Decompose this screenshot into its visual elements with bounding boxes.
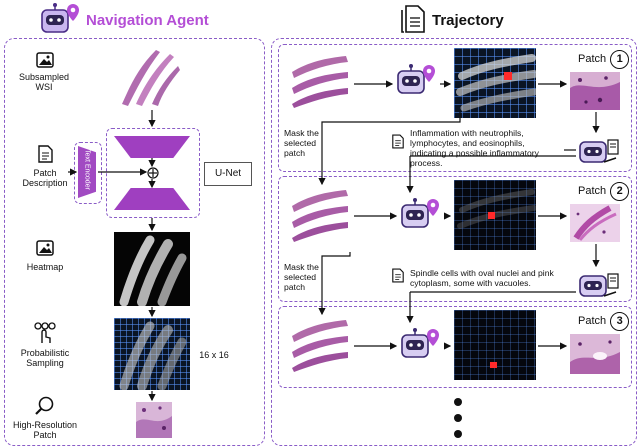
- heatmap-blobs: [119, 235, 187, 306]
- unet-decoder: [114, 188, 190, 210]
- navigation-agent-title: Navigation Agent: [86, 12, 209, 29]
- step-2-description: Spindle cells with oval nuclei and pink …: [410, 268, 554, 288]
- patch-word: Patch: [578, 315, 607, 327]
- trajectory-title: Trajectory: [432, 12, 504, 29]
- robot-pin-icon: [401, 198, 439, 228]
- grid-size-label: 16 x 16: [199, 350, 229, 360]
- heatmap-image: [114, 232, 190, 306]
- patch-texture: [570, 72, 620, 110]
- trajectory-panel: [271, 38, 637, 446]
- step-1-mask-label: Mask the selected patch: [284, 128, 319, 158]
- document-icon: [38, 145, 53, 163]
- unet-encoder: [114, 136, 190, 158]
- step-3-box: [278, 306, 632, 388]
- patch-texture: [570, 204, 620, 242]
- documents-icon: [401, 5, 425, 33]
- wsi-thumbnail: [292, 190, 348, 242]
- navigation-agent-panel: [4, 38, 265, 446]
- step-1-grid: [454, 48, 536, 118]
- robot-pin-icon: [397, 64, 435, 94]
- patch-word: Patch: [578, 53, 607, 65]
- high-resolution-patch-label: High-Resolution Patch: [12, 420, 78, 440]
- step-1-number: 1: [610, 50, 630, 69]
- wsi-thumbnail: [292, 56, 348, 108]
- unet-group: [106, 128, 200, 218]
- high-resolution-patch-image: [136, 402, 172, 438]
- heatmap-label: Heatmap: [26, 262, 64, 272]
- robot-writing-icon: [579, 139, 619, 163]
- image-icon: [36, 52, 54, 68]
- sampling-grid: [114, 318, 190, 390]
- step-2-patch-image: [570, 204, 620, 242]
- step-3-patch-image: [570, 334, 620, 374]
- step-2-number: 2: [610, 182, 630, 201]
- probabilistic-sampling-label: Probabilistic Sampling: [20, 348, 70, 368]
- step-2-mask-label: Mask the selected patch: [284, 262, 319, 292]
- patch-description-label: Patch Description: [22, 168, 68, 188]
- continuation-dots: [454, 398, 462, 438]
- touch-icon: [34, 322, 56, 343]
- navigation-flow-arrows: [68, 110, 156, 402]
- step-1-grid-tissue: [456, 54, 536, 112]
- robot-pin-icon: [401, 328, 439, 358]
- patch-texture: [570, 334, 620, 374]
- wsi-thumbnail: [122, 50, 180, 106]
- robot-writing-icon: [579, 273, 619, 297]
- step-1-patch-image: [570, 72, 620, 110]
- wsi-thumbnail: [292, 320, 348, 372]
- step-3-number: 3: [610, 312, 630, 331]
- unet-combine-icon: [147, 167, 159, 179]
- sampling-grid-tissue: [119, 321, 187, 390]
- step-2-box: [278, 176, 632, 302]
- step-2-grid: [454, 180, 536, 250]
- step-1-box: [278, 44, 632, 172]
- document-icon: [392, 268, 404, 283]
- patch-word: Patch: [578, 185, 607, 197]
- unet-label: U-Net: [204, 162, 252, 186]
- step-3-grid-marker: [490, 362, 497, 368]
- step-3-grid: [454, 310, 536, 380]
- robot-pin-icon: [41, 3, 79, 33]
- subsampled-wsi-label: Subsampled WSI: [18, 72, 70, 92]
- document-icon: [392, 134, 404, 149]
- step-2-grid-tissue: [457, 189, 536, 229]
- image-icon: [36, 240, 54, 256]
- patch-texture: [136, 402, 172, 438]
- text-encoder-block: [78, 146, 96, 198]
- magnifier-icon: [35, 396, 54, 415]
- step-1-description: Inflammation with neutrophils, lymphocyt…: [410, 128, 539, 168]
